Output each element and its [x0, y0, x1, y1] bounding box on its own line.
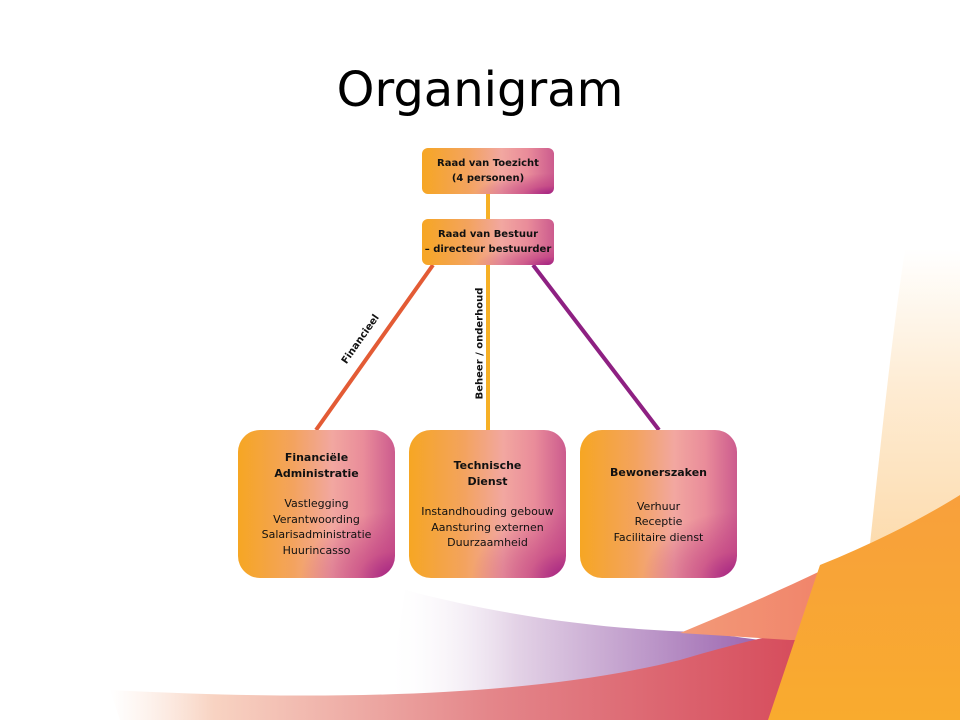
- node-raad-van-toezicht: Raad van Toezicht (4 personen): [422, 148, 554, 194]
- label-beheer-onderhoud: Beheer / onderhoud: [474, 287, 486, 400]
- node-raad-van-bestuur-line2: – directeur bestuurder: [424, 244, 552, 255]
- slide-title: Organigram: [336, 62, 624, 118]
- red-swoosh: [110, 631, 800, 720]
- dept-title-line: Dienst: [467, 474, 508, 488]
- dept-title-line: Administratie: [274, 466, 359, 480]
- dept-item: Verhuur: [636, 499, 681, 513]
- dept-technische-dienst-title: Technische Dienst: [409, 458, 566, 489]
- dept-item: Instandhouding gebouw: [421, 505, 554, 518]
- dept-item: Salarisadministratie: [261, 528, 372, 541]
- connector-financial: [314, 263, 435, 432]
- dept-financiele-administratie: Financiële Administratie Vastlegging Ver…: [238, 430, 395, 578]
- dept-bewonerszaken: Bewonerszaken Verhuur Receptie Facilitai…: [580, 430, 737, 578]
- dept-item: Aansturing externen: [431, 520, 544, 534]
- dept-financiele-administratie-items: Vastlegging Verantwoording Salarisadmini…: [238, 496, 395, 558]
- orange-swoosh: [768, 495, 960, 720]
- dept-financiele-administratie-title: Financiële Administratie: [238, 450, 395, 481]
- dept-technische-dienst: Technische Dienst Instandhouding gebouw …: [409, 430, 566, 578]
- connector-residents: [531, 263, 661, 432]
- dept-title-line: Bewonerszaken: [610, 466, 707, 479]
- dept-item: Facilitaire dienst: [613, 530, 704, 544]
- dept-item: Verantwoording: [273, 512, 360, 526]
- dept-bewonerszaken-items: Verhuur Receptie Facilitaire dienst: [580, 499, 737, 546]
- purple-swoosh: [385, 590, 760, 720]
- node-raad-van-bestuur: Raad van Bestuur – directeur bestuurder: [422, 219, 554, 265]
- dept-item: Duurzaamheid: [447, 536, 528, 549]
- dept-title-line: Technische: [453, 459, 522, 472]
- dept-title-line: Financiële: [284, 451, 349, 464]
- node-raad-van-bestuur-line1: Raad van Bestuur: [437, 229, 538, 240]
- dept-bewonerszaken-title: Bewonerszaken: [580, 465, 737, 481]
- dept-technische-dienst-items: Instandhouding gebouw Aansturing externe…: [409, 504, 566, 551]
- dept-item: Huurincasso: [282, 543, 351, 557]
- node-raad-van-toezicht-line2: (4 personen): [451, 173, 525, 184]
- node-raad-van-toezicht-line1: Raad van Toezicht: [437, 158, 539, 169]
- dept-item: Vastlegging: [284, 497, 349, 510]
- dept-item: Receptie: [634, 515, 683, 528]
